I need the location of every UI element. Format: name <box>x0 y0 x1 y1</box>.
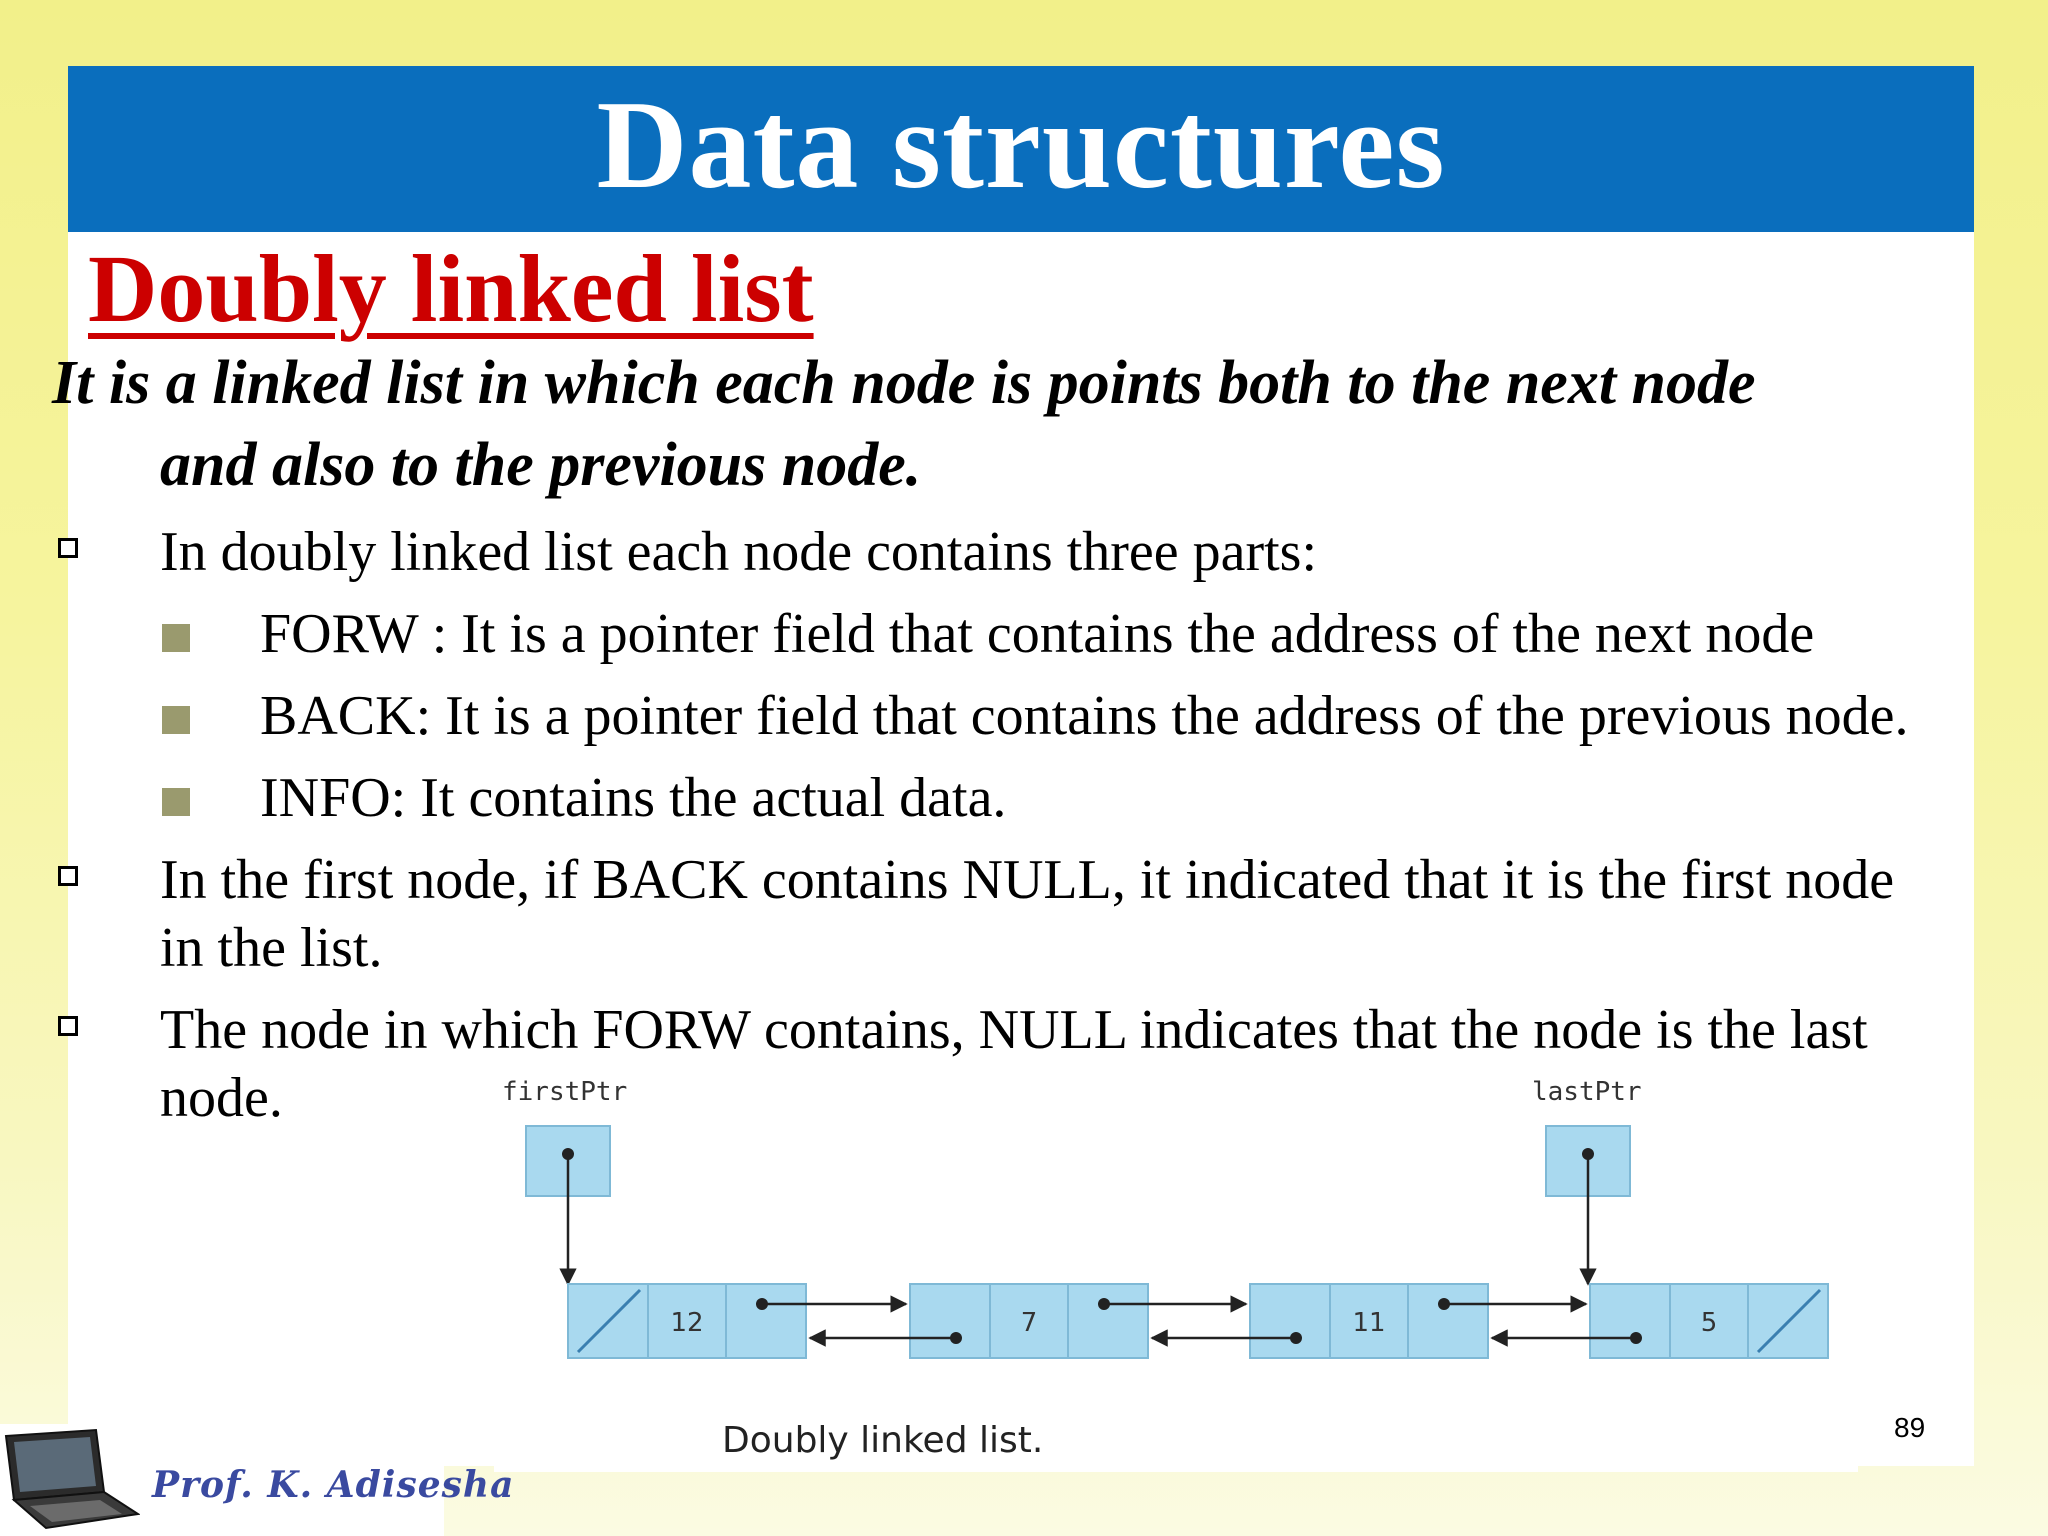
filled-square-bullet-icon <box>162 788 190 816</box>
list-node-3: 11 <box>1249 1283 1489 1359</box>
sub-bullet-text: INFO: It contains the actual data. <box>260 767 1007 829</box>
definition-text: It is a linked list in which each node i… <box>52 342 1952 506</box>
bullet-text-line-1: In the first node, if BACK contains NULL… <box>160 849 1895 911</box>
backward-pointers <box>808 1329 1642 1347</box>
section-heading: Doubly linked list <box>88 235 814 342</box>
bullet-text-line-2: node. <box>160 1067 283 1129</box>
sub-bullet-text: BACK: It is a pointer field that contain… <box>260 685 1909 747</box>
node-value: 11 <box>1352 1308 1385 1338</box>
sub-bullet-item: FORW : It is a pointer field that contai… <box>162 600 1962 668</box>
node-value: 5 <box>1701 1308 1718 1338</box>
first-ptr-label: firstPtr <box>502 1077 627 1107</box>
bullet-item: In the first node, if BACK contains NULL… <box>56 846 1956 982</box>
sub-bullet-item: BACK: It is a pointer field that contain… <box>162 682 1962 750</box>
list-node-1: 12 <box>567 1283 807 1359</box>
filled-square-bullet-icon <box>162 624 190 652</box>
bullet-item: In doubly linked list each node contains… <box>56 518 1956 586</box>
laptop-logo-icon <box>4 1428 140 1530</box>
hollow-square-bullet-icon <box>58 538 78 558</box>
bullet-text-line-1: The node in which FORW contains, NULL in… <box>160 999 1868 1061</box>
filled-square-bullet-icon <box>162 706 190 734</box>
slide-content-panel <box>68 66 1974 1466</box>
node-value: 12 <box>670 1308 703 1338</box>
definition-line-2: and also to the previous node. <box>160 431 922 499</box>
slide-title: Data structures <box>596 76 1446 215</box>
bullet-item: The node in which FORW contains, NULL in… <box>56 996 1956 1132</box>
first-ptr-box <box>525 1125 611 1286</box>
sub-bullet-text: FORW : It is a pointer field that contai… <box>260 603 1815 665</box>
last-ptr-label: lastPtr <box>1532 1077 1642 1107</box>
caption-background <box>494 1408 1858 1472</box>
sub-bullet-item: INFO: It contains the actual data. <box>162 764 1962 832</box>
hollow-square-bullet-icon <box>58 866 78 886</box>
diagram-caption: Doubly linked list. <box>722 1420 1044 1461</box>
last-ptr-box <box>1545 1125 1631 1286</box>
page-number: 89 <box>1894 1412 1926 1443</box>
bullet-text: In doubly linked list each node contains… <box>160 521 1318 583</box>
doubly-linked-list-diagram: firstPtr lastPtr 12 7 11 5 <box>502 1077 1829 1359</box>
node-value: 7 <box>1021 1308 1038 1338</box>
forward-pointers <box>756 1295 1588 1313</box>
list-node-2: 7 <box>909 1283 1149 1359</box>
bullet-text-line-2: in the list. <box>160 917 383 979</box>
list-node-4: 5 <box>1589 1283 1829 1359</box>
author-name: Prof. K. Adisesha <box>152 1464 515 1506</box>
hollow-square-bullet-icon <box>58 1016 78 1036</box>
definition-line-1: It is a linked list in which each node i… <box>52 349 1756 417</box>
title-bar: Data structures <box>68 66 1974 232</box>
